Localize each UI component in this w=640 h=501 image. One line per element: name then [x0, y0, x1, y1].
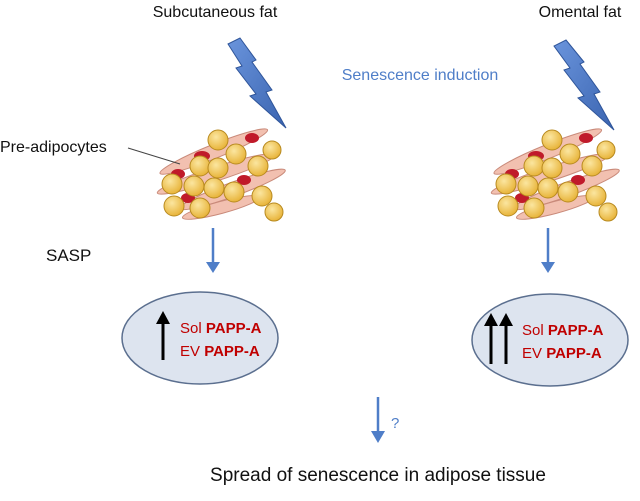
omental-fat-label: Omental fat	[539, 4, 622, 21]
senescence-induction-label: Senescence induction	[342, 67, 499, 84]
sol-papp-a-text: Sol PAPP-A	[522, 322, 604, 339]
pre-adipocytes-leader-line	[127, 147, 181, 165]
up-arrow-icon	[499, 313, 513, 364]
lightning-bolt-icon	[553, 39, 615, 131]
sasp-label: SASP	[46, 246, 91, 265]
down-arrow-icon	[206, 228, 220, 273]
up-arrow-icon	[484, 313, 498, 364]
pre-adipocytes-label: Pre-adipocytes	[0, 139, 107, 156]
ev-papp-a-text: EV PAPP-A	[522, 345, 602, 362]
sol-papp-a-text: Sol PAPP-A	[180, 320, 262, 337]
down-arrow-icon	[541, 228, 555, 273]
omental-papp-a-ellipse	[471, 293, 629, 387]
lightning-bolt-icon	[227, 37, 287, 129]
ev-papp-a-text: EV PAPP-A	[180, 343, 260, 360]
down-arrow-icon	[371, 397, 385, 443]
subcutaneous-cell-cluster	[154, 122, 289, 225]
spread-of-senescence-label: Spread of senescence in adipose tissue	[210, 465, 546, 486]
up-arrow-icon	[156, 311, 170, 360]
subcutaneous-fat-label: Subcutaneous fat	[153, 4, 278, 21]
omental-cell-cluster	[488, 122, 623, 225]
subcutaneous-papp-a-ellipse	[121, 291, 279, 385]
question-mark-label: ?	[391, 415, 399, 432]
